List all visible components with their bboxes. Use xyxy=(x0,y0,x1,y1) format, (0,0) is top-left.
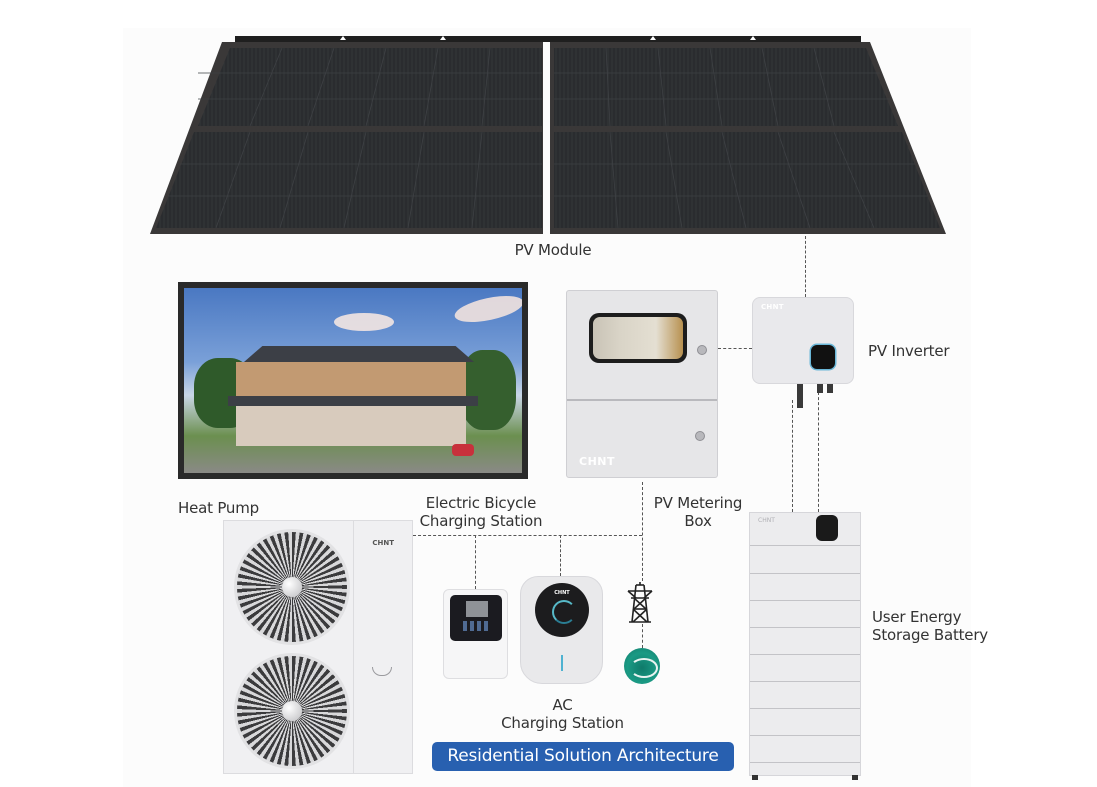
pv-metering-box: CHNT xyxy=(566,290,718,478)
pv-module-array xyxy=(150,36,946,234)
heat-pump: CHNT xyxy=(223,520,413,774)
connector-inverter-to-battery-2 xyxy=(818,392,819,512)
fan-icon xyxy=(234,529,350,645)
chnt-logo: CHNT xyxy=(758,517,775,524)
connector-to-bike-charger xyxy=(475,535,476,589)
energy-storage-battery: CHNT xyxy=(749,512,861,780)
latch-icon xyxy=(695,431,705,441)
chnt-logo: CHNT xyxy=(579,455,615,468)
lock-knob-icon xyxy=(697,345,707,355)
handle-icon xyxy=(372,667,392,676)
pv-inverter-label: PV Inverter xyxy=(868,342,950,360)
connector-meter-to-inverter xyxy=(718,348,752,349)
cable-connector-icon xyxy=(797,384,803,408)
connector-bus-horizontal xyxy=(413,535,642,536)
connector-inverter-to-battery-1 xyxy=(792,400,793,512)
swirl-icon xyxy=(552,600,576,624)
house-image-frame xyxy=(178,282,528,479)
pv-metering-box-label: PV Metering Box xyxy=(653,494,743,530)
diagram-title-banner: Residential Solution Architecture xyxy=(432,742,734,771)
ac-charger-label: AC Charging Station xyxy=(501,696,624,732)
connector-to-ac-charger xyxy=(560,535,561,576)
chnt-logo: CHNT xyxy=(372,539,394,547)
pv-module-label: PV Module xyxy=(514,241,592,259)
connector-pylon-to-logo xyxy=(642,624,643,648)
pv-inverter: CHNT xyxy=(752,297,854,408)
chnt-logo: CHNT xyxy=(761,303,784,311)
meter-window xyxy=(589,313,687,363)
ebike-charging-station xyxy=(443,589,508,679)
fan-icon xyxy=(234,653,350,769)
house-image xyxy=(184,288,522,473)
battery-label: User Energy Storage Battery xyxy=(872,608,988,644)
power-pylon-icon xyxy=(627,582,653,623)
charger-screen-icon xyxy=(466,601,488,617)
inverter-display-icon xyxy=(811,345,835,369)
battery-display-icon xyxy=(816,515,838,541)
state-grid-logo-icon xyxy=(624,648,660,684)
ac-charging-station: CHNT xyxy=(520,576,603,684)
heat-pump-label: Heat Pump xyxy=(178,499,259,517)
led-indicator-icon xyxy=(561,655,563,671)
chnt-logo: CHNT xyxy=(554,590,570,596)
connector-pv-to-inverter xyxy=(805,236,806,297)
ebike-charger-label: Electric Bicycle Charging Station xyxy=(419,494,543,530)
connector-meter-to-grid xyxy=(642,482,643,581)
